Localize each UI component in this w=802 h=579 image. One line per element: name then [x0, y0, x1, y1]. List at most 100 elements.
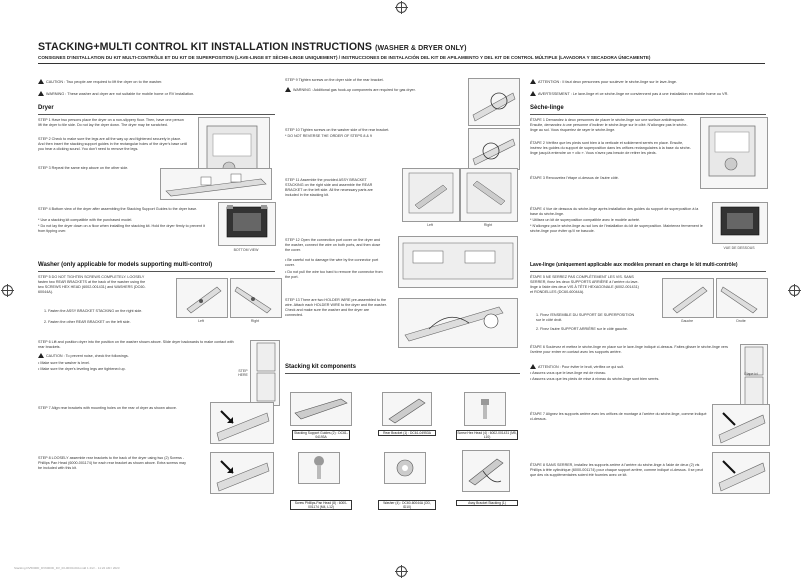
support-droite-illustration — [716, 278, 768, 318]
title-rule — [38, 63, 765, 64]
washer-heading-rule — [38, 271, 275, 272]
note-fr-6a: • Assurez-vous que le lave-linge est de … — [530, 371, 607, 375]
vue-dessous-caption: VUE DE DESSOUS — [723, 246, 755, 250]
note-fr-4a: * Utilisez un kit de superposition compa… — [530, 218, 641, 222]
registration-mark-bottom — [395, 565, 408, 578]
document-subtitle: CONSIGNES D’INSTALLATION DU KIT MULTI-CO… — [38, 55, 651, 60]
left-caption-2: Left — [427, 223, 433, 227]
etape-5-1: 1. Fixez l'ENSEMBLE DU SUPPORT DE SUPERP… — [536, 313, 635, 322]
step-4: STEP 4 Bottom view of the dryer after as… — [38, 207, 198, 211]
registration-mark-left — [1, 284, 14, 297]
washer-label: Washer (4) : DC60-60044A (OD, ID10) — [378, 500, 436, 510]
washer-heading: Washer (only applicable for models suppo… — [38, 262, 213, 268]
step-10: STEP 10 Tighten screws on the washer sid… — [285, 128, 390, 132]
rear-bracket-part — [382, 392, 432, 426]
assy-bracket-label: Assy Bracket Stacking (1) — [456, 500, 518, 506]
step-5-1: 1. Fasten the ASSY BRACKET STACKING on t… — [44, 309, 143, 313]
step-8: STEP 8 LOOSELY assemble rear brackets to… — [38, 456, 186, 470]
etape-3: ÉTAPE 3 Renouvelez l'étape ci-dessus de … — [530, 176, 619, 180]
note-6a: • Make sure the washer is level. — [38, 361, 90, 365]
document-title: STACKING+MULTI CONTROL KIT INSTALLATION … — [38, 41, 467, 53]
screw-hex-label: Screw Hex Head (4) : 6002-001431 (M5, L1… — [456, 430, 518, 440]
step-3: STEP 3 Repeat the same step above on the… — [38, 166, 129, 170]
attention-6: ATTENTION : Pour éviter le bruit, vérifi… — [530, 364, 730, 370]
washer-part — [384, 452, 426, 484]
vue-dessous-illustration — [712, 202, 768, 244]
kit-components-heading: Stacking kit components — [285, 364, 357, 370]
print-footer: Stacking DV5000D_DV6000D_DV_00-00/00-00A… — [14, 566, 120, 570]
right-caption: Right — [250, 319, 260, 323]
gauche-caption: Gauche — [680, 319, 694, 323]
note-10: * DO NOT REVERSE THE ORDER OF STEPS 8 & … — [285, 134, 372, 138]
registration-mark-right — [788, 284, 801, 297]
step-5-2: 2. Fasten the other REAR BRACKET on the … — [44, 320, 131, 324]
note-4b: * Do not lay the dryer down on a floor w… — [38, 224, 205, 233]
seche-linge-illustration — [700, 117, 768, 189]
support-guide-illustration — [160, 168, 272, 200]
caution-note: CAUTION : Two people are required to lif… — [38, 79, 268, 85]
bottom-view-illustration — [218, 202, 276, 246]
caution-6: CAUTION : To prevent noise, check the fo… — [38, 353, 238, 359]
warning-9: WARNING : Additional gas hook-up compone… — [285, 87, 485, 93]
kit-components-rule — [285, 373, 520, 374]
dryer-heading-rule — [38, 114, 275, 115]
tighten-dryer-screws-illustration — [468, 78, 520, 126]
step-9: STEP 9 Tighten screws on the dryer side … — [285, 78, 384, 82]
align-brackets-illustration — [210, 402, 274, 444]
left-caption: Left — [198, 319, 204, 323]
bottom-view-caption: BOTTOM VIEW — [233, 248, 259, 252]
dryer-heading: Dryer — [38, 105, 54, 111]
step-12: STEP 12 Open the connection port cover o… — [285, 238, 381, 252]
support-guides-label: Stacking Support Guides (2) : DC61-04193… — [292, 430, 350, 440]
step-11: STEP 11 Assemble the provided ASSY BRACK… — [285, 178, 373, 197]
tighten-washer-screws-illustration — [468, 128, 520, 170]
assy-bracket-left-illustration — [402, 168, 460, 222]
step-1: STEP 1 Have two persons place the dryer … — [38, 118, 184, 127]
right-caption-2: Right — [483, 223, 493, 227]
attention-note: ATTENTION : Il faut deux personnes pour … — [530, 79, 766, 85]
rear-bracket-right-illustration — [230, 278, 282, 318]
lave-linge-rule — [530, 271, 766, 272]
etape-5: ÉTAPE 5 NE SERREZ PAS COMPLÈTEMENT LES V… — [530, 275, 639, 294]
etape-4: ÉTAPE 4 Vue de dessous du sèche-linge ap… — [530, 207, 699, 216]
seche-linge-heading: Sèche-linge — [530, 105, 564, 111]
etape-ici-caption: Étape ici — [744, 372, 758, 376]
etape-1: ÉTAPE 1 Demandez à deux personnes de pla… — [530, 118, 688, 132]
note-6b: • Make sure the dryer's leveling legs ar… — [38, 367, 126, 371]
screw-hex-part — [464, 392, 506, 426]
support-gauche-illustration — [662, 278, 714, 318]
lave-linge-heading: Lave-linge (uniquement applicable aux mo… — [530, 262, 738, 268]
installation-supports-illustration — [712, 452, 770, 494]
step-6: STEP 6 Lift and position dryer into the … — [38, 340, 234, 349]
etape-2: ÉTAPE 2 Vérifiez que les pieds sont bien… — [530, 141, 691, 155]
droite-caption: Droite — [736, 319, 746, 323]
note-12a: • Be careful not to damage the wire by t… — [285, 258, 379, 267]
note-4a: * Use a stacking kit compatible with the… — [38, 218, 133, 222]
etape-5-2: 2. Fixez l'autre SUPPORT ARRIÈRE sur le … — [536, 327, 628, 331]
stacked-units-illustration — [250, 340, 280, 406]
support-guides-part — [290, 392, 352, 426]
superposition-illustration — [740, 344, 768, 408]
assemble-brackets-illustration — [210, 452, 274, 494]
etape-6: ÉTAPE 6 Soulevez et mettez le sèche-ling… — [530, 345, 728, 354]
holder-wire-illustration — [398, 298, 518, 348]
note-12b: • Do not pull the wire too hard to remov… — [285, 270, 383, 279]
note-fr-4b: * N'allongez pas le sèche-linge au sol l… — [530, 224, 703, 233]
assy-bracket-part — [462, 450, 510, 492]
alignement-illustration — [712, 404, 770, 446]
assy-bracket-right-illustration — [460, 168, 518, 222]
screw-phillips-part — [298, 452, 340, 484]
rear-bracket-label: Rear Bracket (1) : DC61-04953A — [378, 430, 436, 436]
step-5: STEP 5 DO NOT TIGHTEN SCREWS COMPLETELY.… — [38, 275, 146, 294]
note-fr-6b: • Assurez-vous que les pieds de mise à n… — [530, 377, 660, 381]
avertissement-note: AVERTISSEMENT : Le lave-linge et ce sèch… — [530, 91, 766, 97]
screw-phillips-label: Screw Phillips-Pan Head (8) : 6000-00117… — [290, 500, 352, 510]
etape-7: ÉTAPE 7 Alignez les supports arrière ave… — [530, 412, 707, 421]
etape-8: ÉTAPE 8 SANS SERRER, installez les suppo… — [530, 463, 703, 477]
connection-port-illustration — [398, 236, 518, 288]
warning-note: WARNING : These washer and dryer are not… — [38, 91, 268, 97]
seche-linge-rule — [530, 114, 766, 115]
step-13: STEP 13 There are two HOLDER WIRE pre-as… — [285, 298, 387, 317]
step-7: STEP 7 Align rear brackets with mounting… — [38, 406, 177, 410]
step-2: STEP 2 Check to make sure the legs are a… — [38, 137, 188, 151]
